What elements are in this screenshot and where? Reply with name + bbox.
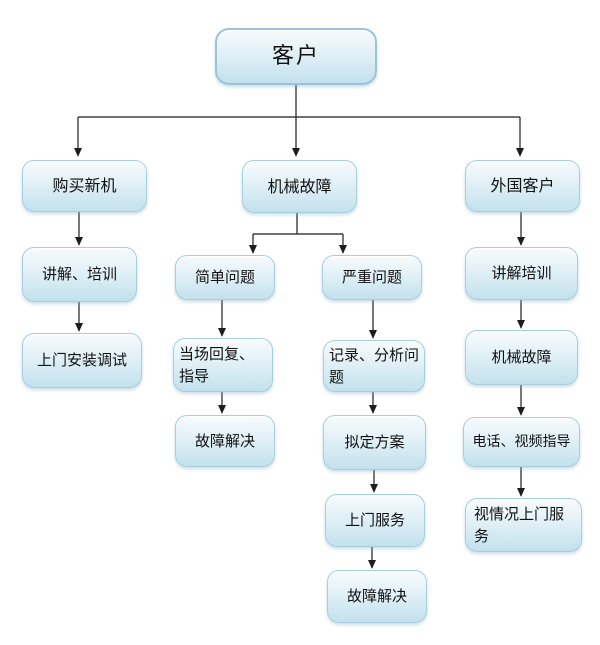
flow-node-foreign-customer: 外国客户 xyxy=(465,160,580,212)
flow-node-serious-problem: 严重问题 xyxy=(322,255,422,300)
flow-node-explain-training-right: 讲解培训 xyxy=(465,247,578,300)
flow-node-fault-resolved-mid: 故障解决 xyxy=(327,570,427,623)
flow-node-onsite-service: 上门服务 xyxy=(325,494,425,547)
flow-node-onspot-reply-guidance: 当场回复、指导 xyxy=(173,338,273,392)
flow-node-buy-new-machine: 购买新机 xyxy=(22,160,147,212)
flow-node-draft-plan: 拟定方案 xyxy=(323,415,426,470)
flow-node-phone-video-guidance: 电话、视频指导 xyxy=(463,417,580,467)
flow-node-simple-problem: 简单问题 xyxy=(175,255,275,300)
flow-node-customer: 客户 xyxy=(215,28,377,85)
flow-node-mechanical-failure: 机械故障 xyxy=(242,160,357,213)
flow-node-record-analyze-problem: 记录、分析问题 xyxy=(323,340,425,392)
flow-node-onsite-as-needed: 视情况上门服务 xyxy=(465,498,582,552)
flow-node-onsite-install-debug: 上门安装调试 xyxy=(22,333,142,388)
flow-node-explain-training-left: 讲解、培训 xyxy=(22,247,137,302)
flow-node-fault-resolved-left: 故障解决 xyxy=(175,415,275,467)
flow-node-mechanical-failure-right: 机械故障 xyxy=(465,330,578,385)
